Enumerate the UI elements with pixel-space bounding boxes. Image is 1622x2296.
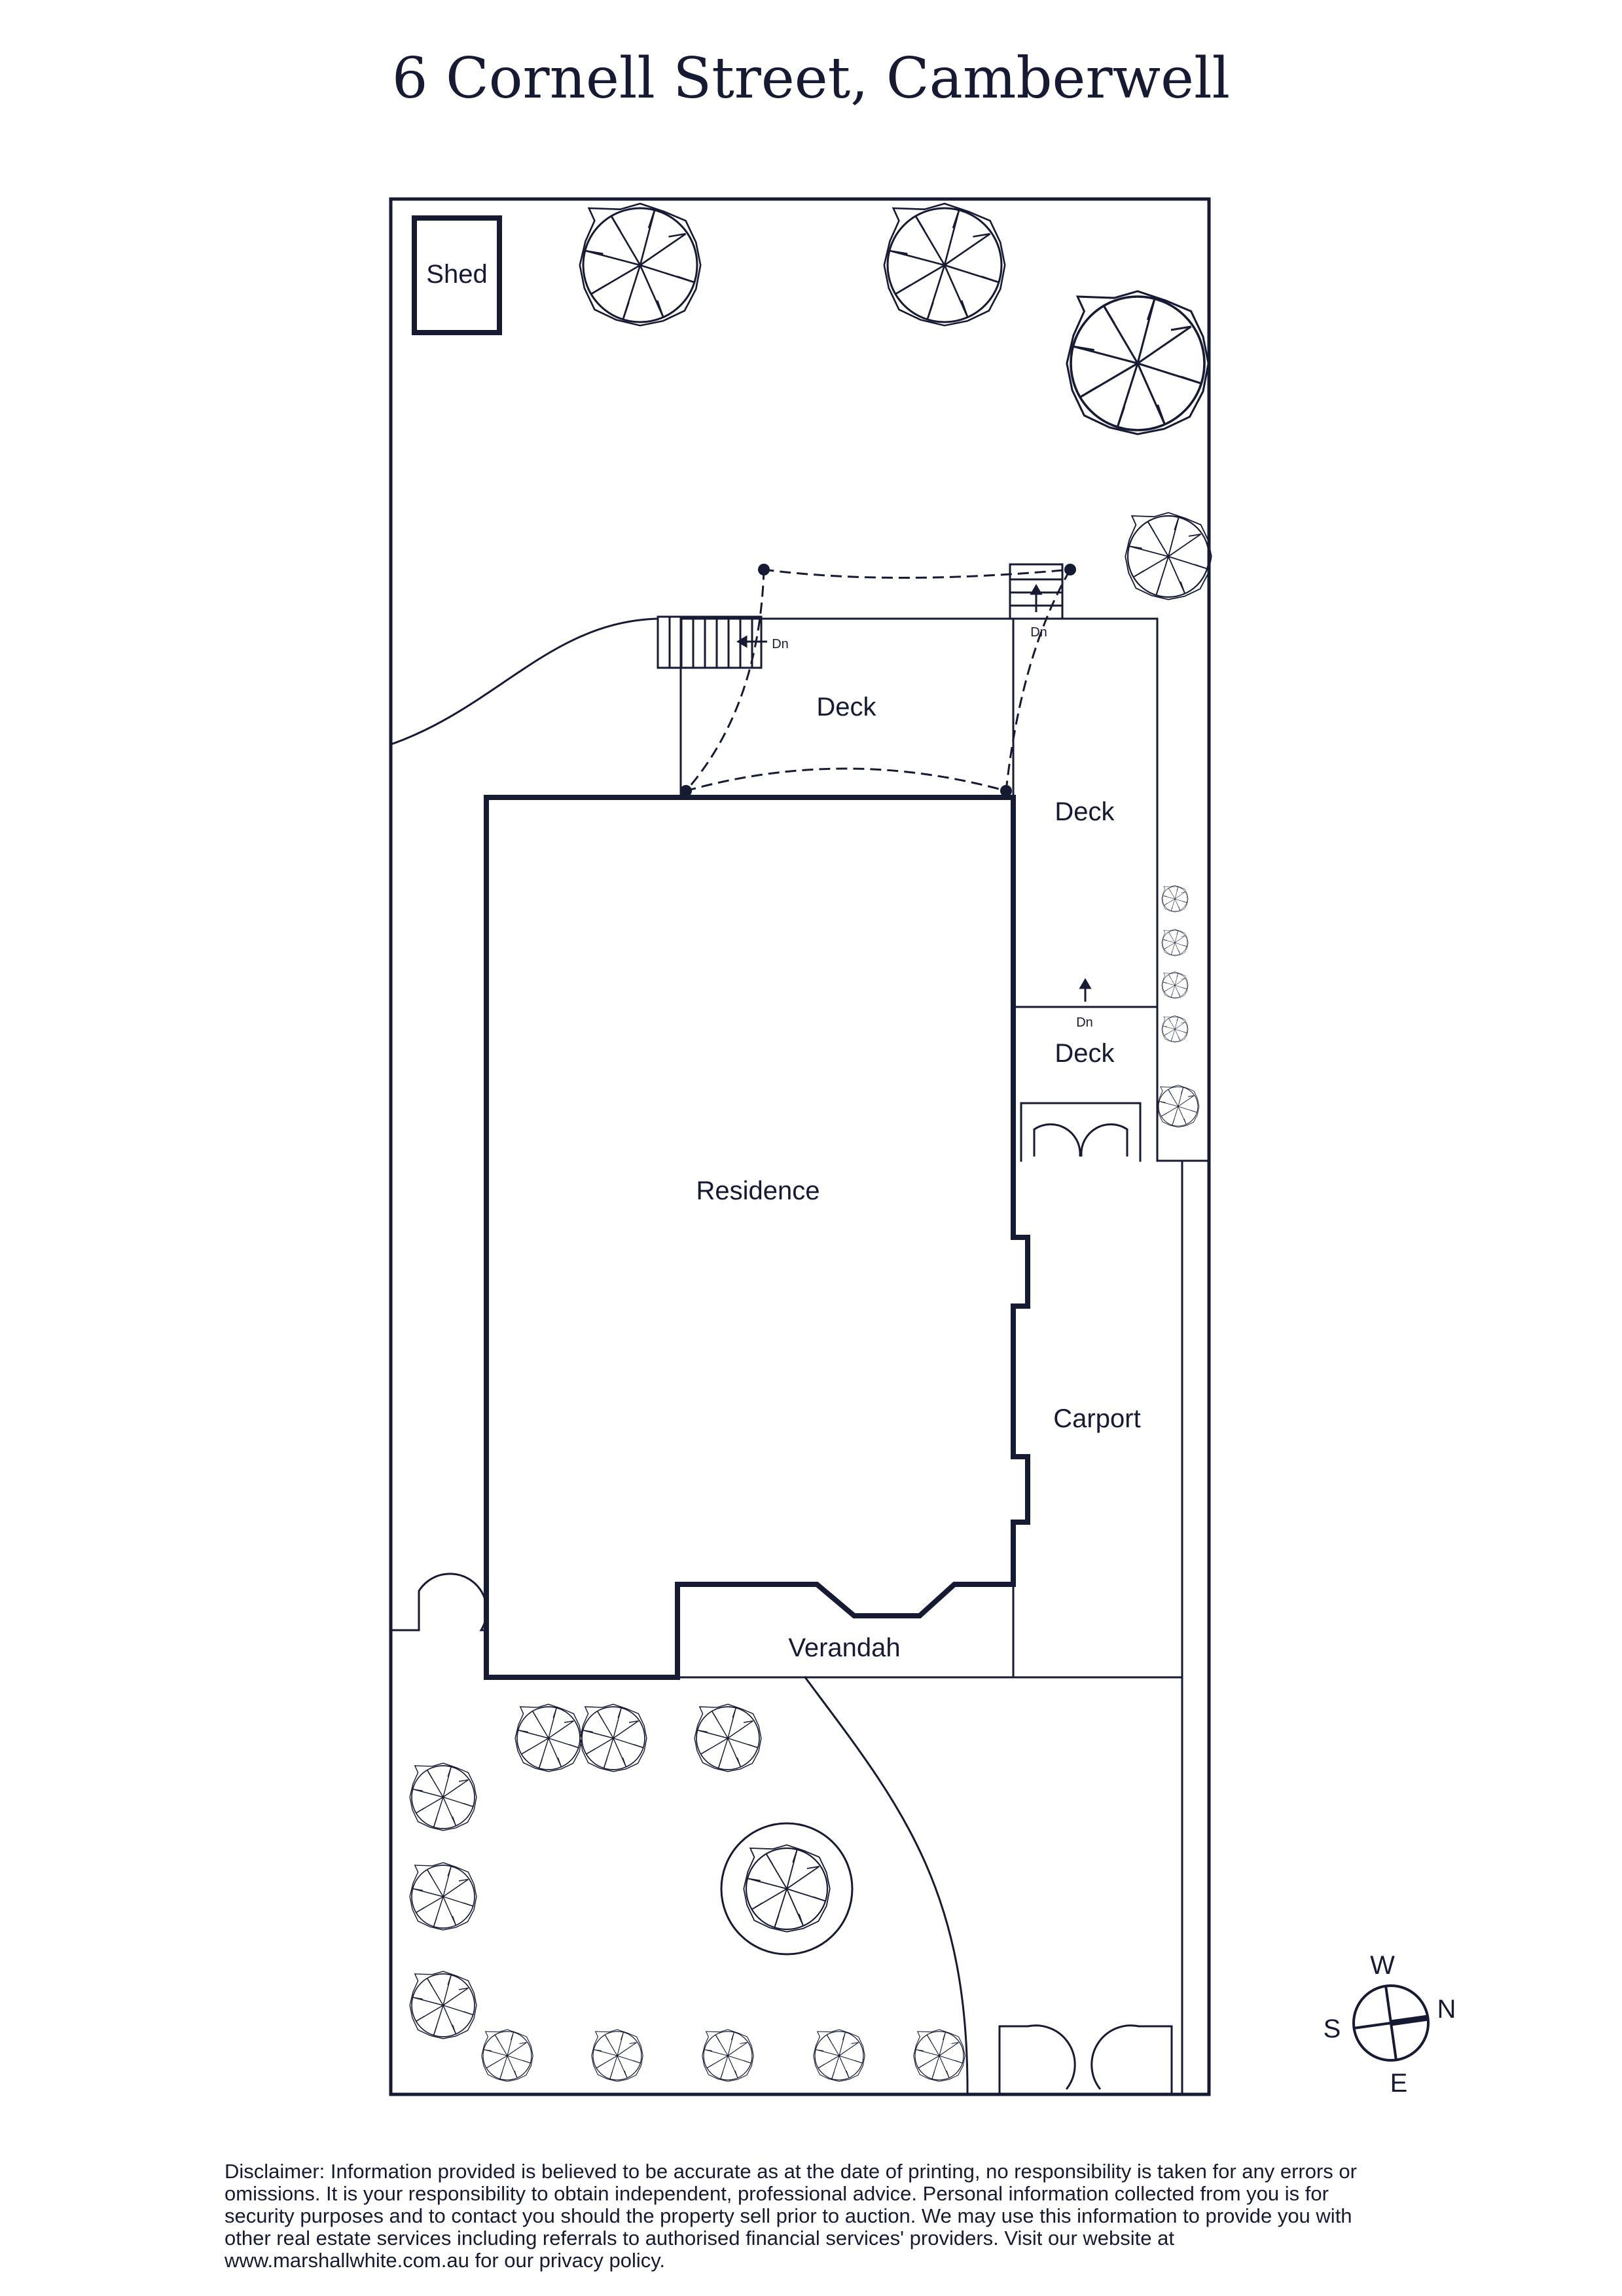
tree-icon [1161, 885, 1189, 913]
label-side-steps: Dn [1030, 625, 1047, 640]
tree-icon [579, 1704, 647, 1772]
dashed-arc-right [1005, 568, 1072, 792]
tree-icon [409, 1971, 477, 2039]
posts [680, 564, 1076, 797]
residence-outline [484, 795, 1030, 1680]
arrow-side-steps [1030, 584, 1043, 612]
tree-icon [481, 2029, 533, 2082]
dashed-arc-bottom [685, 767, 1007, 792]
front-path [803, 1675, 969, 2096]
side-strip [1156, 1159, 1210, 2096]
tree-icon [1161, 972, 1189, 999]
tree-icon [1125, 511, 1212, 600]
tree-icon [409, 1862, 477, 1931]
tree-icon [514, 1704, 583, 1772]
tree-icon [1066, 290, 1210, 435]
compass-south: S [1324, 2014, 1341, 2043]
shed [412, 215, 502, 335]
compass-icon [1352, 1984, 1430, 2062]
tree-icon [1161, 1015, 1189, 1043]
garden-bed-circle [720, 1822, 854, 1956]
garden-path [389, 617, 659, 746]
front-gate [998, 2024, 1173, 2096]
label-carport: Carport [1053, 1404, 1140, 1433]
tree-icon [702, 2029, 754, 2082]
deck-rear [679, 617, 1159, 1162]
label-shed: Shed [426, 260, 487, 289]
dashed-arc-left [684, 568, 765, 793]
property-boundary [389, 197, 1211, 2096]
label-verandah: Verandah [788, 1633, 900, 1662]
trees [409, 202, 1212, 2082]
tree-icon [409, 1762, 477, 1831]
tree-icon [883, 202, 1006, 327]
page-title: 6 Cornell Street, Camberwell [391, 46, 1231, 111]
tree-icon [1161, 929, 1189, 957]
tree-icon [579, 202, 702, 327]
label-deck-side: Deck [1054, 797, 1115, 826]
label-deck-rear: Deck [816, 693, 876, 721]
label-rear-steps: Dn [772, 637, 789, 651]
dashed-arc-top [763, 568, 1072, 579]
compass-north: N [1437, 1995, 1456, 2024]
arrow-deck-step [1079, 978, 1092, 1002]
door-swing-icon [1020, 1102, 1142, 1162]
arrow-rear-steps [736, 635, 767, 648]
tree-icon [813, 2029, 865, 2082]
disclaimer-text: Disclaimer: Information provided is beli… [225, 2160, 1357, 2272]
tree-icon [591, 2029, 643, 2082]
tree-icon [694, 1704, 762, 1772]
label-residence: Residence [696, 1176, 820, 1205]
label-deck-small: Deck [1054, 1039, 1115, 1068]
compass-west: W [1370, 1951, 1395, 1980]
side-gate [389, 1573, 488, 1631]
compass-east: E [1390, 2069, 1408, 2098]
tree-icon [1157, 1085, 1200, 1128]
tree-icon [913, 2029, 965, 2082]
label-deck-step: Dn [1076, 1015, 1093, 1030]
tree-icon [743, 1844, 831, 1933]
verandah-carport-lines [676, 1583, 1183, 1679]
